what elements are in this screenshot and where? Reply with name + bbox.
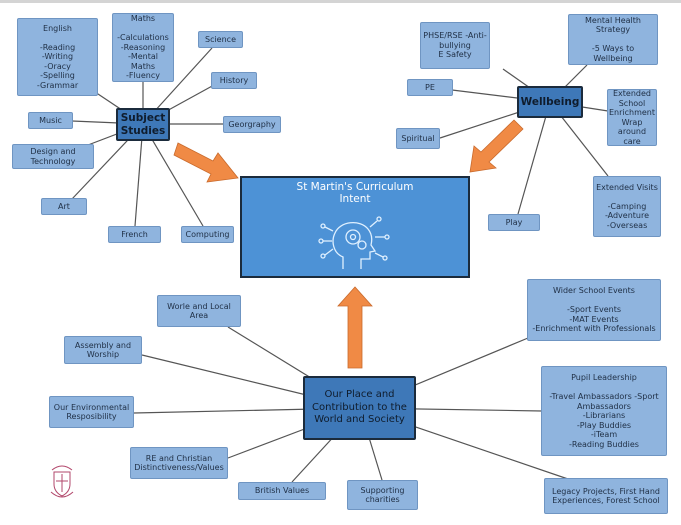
node-computing[interactable]: Computing — [181, 226, 234, 243]
node-extended-visits[interactable]: Extended Visits -Camping -Adventure -Ove… — [593, 176, 661, 237]
line-play — [517, 101, 551, 215]
node-spiritual[interactable]: Spiritual — [396, 128, 440, 149]
node-maths[interactable]: Maths -Calculations -Reasoning -Mental M… — [112, 13, 174, 82]
node-assembly-worship[interactable]: Assembly and Worship — [64, 336, 142, 364]
node-english[interactable]: English -Reading -Writing -Oracy -Spelli… — [17, 18, 98, 96]
curriculum-intent-box: St Martin's Curriculum Intent — [240, 176, 470, 278]
node-play[interactable]: Play — [488, 214, 540, 231]
node-legacy-projects[interactable]: Legacy Projects, First Hand Experiences,… — [544, 478, 668, 514]
node-supporting-charities[interactable]: Supporting charities — [347, 480, 418, 510]
node-extended-enrichment[interactable]: Extended School Enrichment Wrap around c… — [607, 89, 657, 146]
arrow-subject-to-center — [173, 142, 239, 183]
node-worle-local-area[interactable]: Worle and Local Area — [157, 295, 241, 327]
node-re-christian[interactable]: RE and Christian Distinctiveness/Values — [130, 447, 228, 479]
node-music[interactable]: Music — [28, 112, 73, 129]
node-wider-school-events[interactable]: Wider School Events -Sport Events -MAT E… — [527, 279, 661, 341]
arrow-wellbeing-to-center — [469, 119, 524, 173]
node-design-technology[interactable]: Design and Technology — [12, 144, 94, 169]
node-geography[interactable]: Georgraphy — [223, 116, 281, 133]
line-french — [134, 123, 144, 227]
node-environmental[interactable]: Our Environmental Resposibility — [49, 396, 134, 428]
top-border — [0, 0, 681, 3]
node-mental-health[interactable]: Mental Health Strategy -5 Ways to Wellbe… — [568, 14, 658, 65]
node-history[interactable]: History — [211, 72, 257, 89]
curriculum-intent-title: St Martin's Curriculum Intent — [296, 181, 414, 205]
school-crest-logo — [50, 465, 74, 498]
node-british-values[interactable]: British Values — [238, 482, 326, 500]
node-art[interactable]: Art — [41, 198, 87, 215]
hub-our-place[interactable]: Our Place and Contribution to the World … — [303, 376, 416, 440]
node-science[interactable]: Science — [198, 31, 243, 48]
arrow-place-to-center — [337, 286, 373, 369]
node-french[interactable]: French — [108, 226, 161, 243]
node-phse[interactable]: PHSE/RSE -Anti-bullying E Safety — [420, 22, 490, 69]
line-computing — [142, 123, 204, 227]
node-pe[interactable]: PE — [407, 79, 453, 96]
head-gears-icon — [318, 216, 390, 269]
node-pupil-leadership[interactable]: Pupil Leadership -Travel Ambassadors -Sp… — [541, 366, 667, 456]
hub-subject-studies[interactable]: Subject Studies — [116, 108, 170, 141]
hub-wellbeing[interactable]: Wellbeing — [517, 86, 583, 118]
